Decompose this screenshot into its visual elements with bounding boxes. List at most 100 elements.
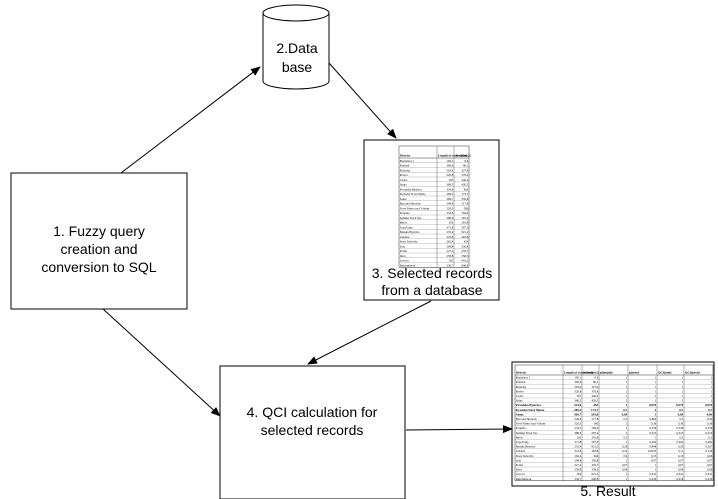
tbl-large-cell: Malacky — [516, 385, 527, 389]
tbl-small-frame — [398, 145, 470, 268]
tbl-large-cell: 0,06 — [678, 468, 684, 473]
tbl-small-cell: Považská Bystrica — [400, 187, 423, 191]
tbl-small-cell: Levoča — [400, 259, 409, 263]
tbl-small-cell: Snina — [400, 183, 408, 187]
tbl-large-cell: 300,6 — [574, 380, 581, 385]
tbl-small-cell: Spišská Nová Ves — [400, 216, 422, 220]
tbl-large-cell: 0,018 — [705, 477, 712, 482]
tbl-large-cell: 173,7 — [591, 408, 599, 412]
tbl-small-cell: 80,1 — [463, 164, 469, 169]
tbl-small-cell: 463 — [464, 187, 469, 191]
tbl-large-cell: 0,860 — [649, 417, 656, 422]
tbl-large-cell: 1 — [626, 403, 628, 407]
tbl-small-cell: 646,8 — [461, 263, 468, 268]
tbl-large-cell: 1 — [655, 394, 657, 398]
tbl-large-cell: 0,7 — [679, 408, 683, 412]
tbl-small-cell: 369,7 — [446, 197, 453, 202]
tbl-small-cell: 362 — [449, 259, 454, 263]
tbl-small-cell: 624 — [464, 240, 469, 244]
tbl-small-cell: 463,8 — [461, 235, 468, 240]
tbl-small-cell: 359,8 — [461, 197, 468, 202]
tbl-large-cell: 0,262 — [705, 440, 712, 445]
tbl-large-cell: 1 — [655, 408, 657, 412]
tbl-large-cell: Senec — [516, 412, 524, 416]
tbl-large-cell: 1 — [655, 389, 657, 393]
tbl-small-cell: 269,5 — [446, 192, 453, 197]
tbl-large-cell: 1 — [711, 376, 713, 380]
tbl-large-cell: Pezinok — [516, 380, 526, 384]
tbl-small-cell: 476,7 — [461, 249, 468, 254]
tbl-large-cell: 0,50 — [707, 417, 713, 422]
node-fuzzy-query-line-2: creation and — [60, 241, 137, 257]
database-cylinder-body — [262, 13, 330, 90]
tbl-large-cell: 202 — [577, 435, 582, 439]
tbl-large-cell: 80,1 — [593, 380, 599, 385]
tbl-large-cell: 0,3 — [623, 435, 627, 440]
tbl-large-cell: 359,8 — [591, 412, 599, 416]
tbl-large-cell: 0,3 — [679, 435, 683, 440]
tbl-large-cell: Poltár — [516, 463, 523, 467]
tbl-large-header-0: District — [516, 371, 527, 375]
tbl-large-cell: 1 — [711, 385, 713, 389]
tbl-small-cell: 641,2 — [461, 259, 468, 264]
tbl-large-cell: 0,041 — [649, 472, 656, 477]
tbl-large-cell: 1 — [682, 399, 684, 403]
tbl-small-cell: 380,9 — [446, 216, 453, 221]
tbl-small-cell: Banská Bystrica — [400, 230, 420, 234]
tbl-large-cell: Bytča — [516, 435, 524, 439]
tbl-large-frame — [514, 364, 714, 482]
tbl-small-cell: 249,8 — [446, 202, 453, 207]
tbl-large-cell: 1 — [655, 468, 657, 472]
tbl-large-cell: Banská Bystrica — [516, 445, 536, 449]
tbl-small-cell: Pezinok — [400, 164, 410, 168]
tbl-large-header-5: QCI(min) — [658, 371, 671, 375]
node-selected-records-line-2: from a database — [381, 282, 482, 298]
tbl-large-cell: 0,041 — [676, 472, 683, 477]
tbl-small-cell: 420,5 — [461, 183, 468, 188]
tbl-large-cell: 327,4 — [591, 385, 598, 390]
tbl-large-cell: 0,06 — [707, 454, 713, 459]
tbl-large-cell: 0,5 — [679, 417, 683, 422]
tbl-large-cell: 380,9 — [574, 431, 581, 436]
tbl-large-cell: 1 — [655, 380, 657, 384]
tbl-large-cell: 0,69 — [622, 412, 628, 416]
node-fuzzy-query-line-1: 1. Fuzzy query — [53, 223, 145, 239]
tbl-small-header-2: Area [km2] — [455, 154, 471, 158]
tbl-large-cell: 1 — [682, 380, 684, 384]
tbl-large-cell: 249,8 — [574, 417, 581, 422]
tbl-large-cell: 1 — [682, 389, 684, 393]
node-qci-line-2: selected records — [261, 422, 364, 438]
tbl-large-cell: 463 — [593, 403, 598, 407]
tbl-small-cell: 234,5 — [446, 211, 453, 216]
tbl-large-cell: 584,9 — [591, 426, 598, 431]
tbl-small-cell: 371,8 — [446, 225, 453, 230]
tbl-large-cell: 369,7 — [574, 412, 582, 416]
tbl-large-cell: 1 — [626, 422, 628, 426]
tbl-large-cell: 1 — [682, 385, 684, 389]
arrow-qci-to-result — [405, 425, 513, 434]
tbl-large-cell: 262,4 — [574, 454, 581, 459]
tbl-large-cell: 1 — [655, 435, 657, 439]
tbl-large-cell: 580 — [594, 422, 599, 426]
tbl-large-cell: 1 — [626, 440, 628, 444]
tbl-small-cell: 356,8 — [461, 244, 468, 249]
tbl-small-cell: Galanta — [400, 235, 410, 239]
tbl-large-cell: 1 — [626, 458, 628, 462]
tbl-small-cell: Bratislava I — [400, 159, 414, 163]
tbl-small-cell: 580 — [464, 206, 469, 210]
tbl-large-cell: 0,018 — [649, 477, 656, 482]
tbl-large-cell: 269,5 — [574, 408, 582, 412]
node-qci-calculation-box — [219, 365, 406, 499]
tbl-large-cell: 0,018 — [676, 477, 683, 482]
tbl-large-header-6: QCI(prod) — [685, 371, 700, 375]
tbl-small-cell: Sala — [400, 244, 406, 248]
tbl-large-cell: 0,36 — [651, 422, 657, 427]
tbl-small-cell: 520,3 — [446, 206, 453, 211]
tbl-large-cell: Topoľčany — [516, 440, 530, 444]
tbl-large-cell: Snina — [516, 399, 524, 403]
tbl-small-cell: Cadca — [400, 178, 408, 182]
tbl-large-cell: Nové Mesto nad Váhom — [516, 422, 546, 426]
